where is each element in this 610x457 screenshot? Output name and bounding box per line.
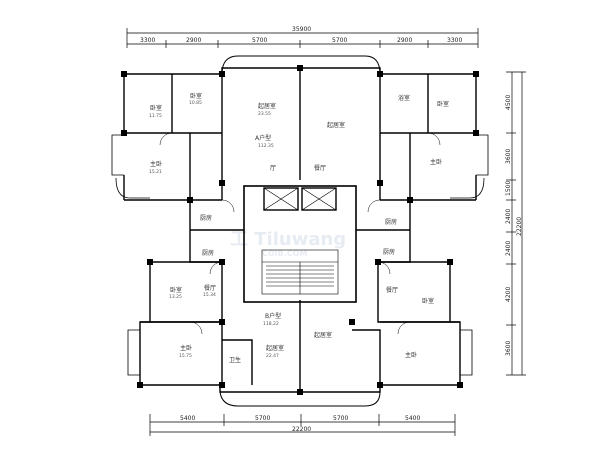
room-label-study-tl: 卧室 [150,104,162,112]
watermark-text: 工 Tiluwang [230,229,346,250]
dim-right-seg-4: 2400 [505,209,512,224]
dim-top-seg-6: 3300 [447,37,462,44]
room-area-living-top-l: 23.55 [258,111,271,117]
unit-label-a: A户型 [255,134,271,142]
room-area-bedroom-tl: 10.85 [189,100,202,106]
dim-bot-seg-3: 5700 [333,415,348,422]
unit-area-b: 118.22 [263,321,279,327]
dim-right-seg-2: 3600 [505,149,512,164]
dim-right-total: 22200 [516,217,523,236]
room-label-bedroom-tl: 卧室 [190,92,202,100]
room-label-master-ml: 主卧 [150,160,162,168]
room-area-living-bot-l: 22.47 [266,353,279,359]
dim-top-seg-5: 2900 [397,37,412,44]
room-label-bath-tr: 浴室 [398,94,410,102]
bottom-dimension-chain [149,414,456,436]
top-dimension-chain [126,28,479,48]
dim-right-seg-5: 2400 [505,241,512,256]
dim-top-seg-2: 2900 [186,37,201,44]
room-label-master-bl: 主卧 [180,344,192,352]
room-area-study-tl: 11.75 [149,113,162,119]
room-label-living-bot-l: 起居室 [266,344,284,352]
room-label-bedroom-tr: 卧室 [437,100,449,108]
room-label-bedroom-br: 卧室 [422,297,434,305]
elevator-cross [263,187,337,211]
dim-right-seg-1: 4500 [505,95,512,110]
room-label-kitchen2-ml: 厨房 [202,249,214,257]
room-area-dining-bl: 15.34 [203,292,216,298]
dim-bot-seg-4: 5400 [405,415,420,422]
room-area-master-ml: 15.21 [149,169,162,175]
watermark-sub: COIB.COM [262,249,307,258]
room-label-bedroom-bl: 卧室 [170,286,182,294]
room-label-living-top-l: 起居室 [258,102,276,110]
dim-top-seg-4: 5700 [332,37,347,44]
dim-right-seg-3: 1500 [505,181,512,196]
dim-right-seg-6: 4200 [505,287,512,302]
unit-area-a: 112.35 [258,143,274,149]
room-label-living-bot-r: 起居室 [314,331,332,339]
dim-bot-total: 22200 [292,426,311,433]
unit-label-b: B户型 [265,312,281,320]
dim-top-total: 35900 [292,26,311,33]
room-label-small-bl: 卫生 [229,356,241,364]
stairs [261,249,339,295]
room-label-hall-tl: 厅 [270,165,276,172]
room-label-hall-tr: 餐厅 [314,164,326,172]
room-area-master-bl: 15.75 [179,353,192,359]
room-label-living-top-r: 起居室 [327,121,345,129]
right-dimension-chain [506,71,526,376]
dim-top-seg-3: 5700 [252,37,267,44]
balconies [111,134,489,376]
dim-top-seg-1: 3300 [140,37,155,44]
dim-bot-seg-2: 5700 [255,415,270,422]
room-label-master-mr: 主卧 [430,158,442,166]
door-swings [159,132,441,335]
dim-right-seg-7: 3600 [505,341,512,356]
dim-bot-seg-1: 5400 [180,415,195,422]
room-area-bedroom-bl: 13.25 [169,294,182,300]
watermark: 工 Tiluwang COIB.COM [230,229,346,258]
room-label-master-br: 主卧 [405,351,417,359]
room-label-kitchen-mr: 厨房 [385,218,397,226]
room-label-dining-bl: 餐厅 [204,284,216,292]
room-label-kitchen-ml: 厨房 [200,214,212,222]
room-label-dining-br: 餐厅 [386,286,398,294]
room-label-kitchen2-mr: 厨房 [383,248,395,256]
